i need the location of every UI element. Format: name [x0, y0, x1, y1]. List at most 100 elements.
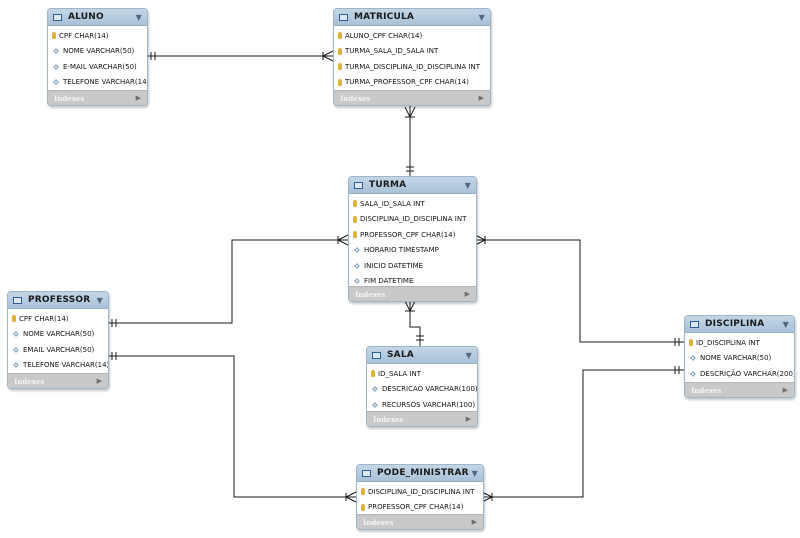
attribute-diamond-icon	[354, 278, 360, 285]
column-row[interactable]: EMAIL VARCHAR(50)	[8, 342, 108, 358]
attribute-diamond-icon	[53, 63, 59, 70]
column-row[interactable]: TURMA_PROFESSOR_CPF CHAR(14)	[334, 75, 490, 91]
column-row[interactable]: NOME VARCHAR(50)	[685, 351, 794, 367]
relationship-sala-turma[interactable]	[404, 300, 424, 346]
primary-key-icon	[338, 47, 342, 55]
column-row[interactable]: ID_DISCIPLINA INT	[685, 335, 794, 351]
indexes-bar[interactable]: Indexes▶	[357, 514, 483, 529]
table-matricula[interactable]: MATRICULA▼ALUNO_CPF CHAR(14)TURMA_SALA_I…	[333, 8, 491, 106]
indexes-label: Indexes	[14, 376, 45, 386]
table-header[interactable]: DISCIPLINA▼	[685, 316, 794, 333]
column-row[interactable]: INICIO DATETIME	[349, 258, 476, 274]
relationship-disciplina-pode-ministrar[interactable]	[481, 366, 684, 503]
column-row[interactable]: E-MAIL VARCHAR(50)	[48, 59, 147, 75]
primary-key-icon	[353, 200, 357, 208]
table-header[interactable]: MATRICULA▼	[334, 9, 490, 26]
expand-indexes-icon[interactable]: ▶	[471, 518, 477, 526]
collapse-arrow-icon[interactable]: ▼	[478, 12, 485, 22]
table-header[interactable]: ALUNO▼	[48, 9, 147, 26]
attribute-diamond-icon	[354, 247, 360, 254]
column-label: FIM DATETIME	[364, 277, 414, 286]
collapse-arrow-icon[interactable]: ▼	[782, 319, 789, 329]
column-label: TURMA_PROFESSOR_CPF CHAR(14)	[345, 78, 469, 87]
indexes-bar[interactable]: Indexes▶	[367, 411, 477, 426]
collapse-arrow-icon[interactable]: ▼	[96, 295, 103, 305]
table-aluno[interactable]: ALUNO▼ CPF CHAR(14)NOME VARCHAR(50) E-MAIL…	[47, 8, 148, 106]
column-row[interactable]: NOME VARCHAR(50)	[8, 327, 108, 343]
table-disciplina[interactable]: DISCIPLINA▼ ID_DISCIPLINA INT NOME VARCHAR…	[684, 315, 795, 398]
attribute-diamond-icon	[690, 355, 696, 362]
column-row[interactable]: TELEFONE VARCHAR(14)	[8, 358, 108, 374]
column-row[interactable]: DESCRIÇÃO VARCHAR(200)	[685, 366, 794, 382]
column-label: DESCRIÇÃO VARCHAR(200)	[700, 369, 795, 378]
column-label: EMAIL VARCHAR(50)	[23, 345, 95, 354]
column-row[interactable]: SALA_ID_SALA INT	[349, 196, 476, 212]
column-row[interactable]: CPF CHAR(14)	[8, 311, 108, 327]
relationship-turma-matricula[interactable]	[404, 106, 416, 176]
expand-indexes-icon[interactable]: ▶	[465, 415, 471, 423]
table-header[interactable]: PROFESSOR ▼	[8, 292, 108, 309]
column-row[interactable]: RECURSOS VARCHAR(100)	[367, 397, 477, 413]
relationship-aluno-matricula[interactable]	[146, 50, 334, 62]
collapse-arrow-icon[interactable]: ▼	[135, 12, 142, 22]
attribute-diamond-icon	[13, 362, 19, 369]
primary-key-icon	[338, 32, 342, 40]
collapse-arrow-icon[interactable]: ▼	[471, 468, 478, 478]
expand-indexes-icon[interactable]: ▶	[478, 94, 484, 102]
primary-key-icon	[338, 63, 342, 71]
relationship-professor-pode-ministrar[interactable]	[107, 352, 357, 503]
column-row[interactable]: ID_SALA INT	[367, 366, 477, 382]
column-row[interactable]: FIM DATETIME	[349, 274, 476, 290]
column-label: SALA_ID_SALA INT	[360, 199, 425, 208]
expand-indexes-icon[interactable]: ▶	[135, 94, 141, 102]
indexes-bar[interactable]: Indexes ▶	[685, 382, 794, 397]
column-row[interactable]: NOME VARCHAR(50)	[48, 44, 147, 60]
expand-indexes-icon[interactable]: ▶	[782, 386, 788, 394]
table-columns: CPF CHAR(14)NOME VARCHAR(50) EMAIL VARCHA…	[8, 309, 108, 373]
column-row[interactable]: TURMA_DISCIPLINA_ID_DISCIPLINA INT	[334, 59, 490, 75]
indexes-bar[interactable]: Indexes ▶	[8, 373, 108, 388]
column-row[interactable]: DESCRICAO VARCHAR(100)	[367, 382, 477, 398]
column-row[interactable]: HORARIO TIMESTAMP	[349, 243, 476, 259]
column-row[interactable]: ALUNO_CPF CHAR(14)	[334, 28, 490, 44]
table-icon	[690, 320, 699, 328]
relationship-disciplina-turma[interactable]	[474, 234, 684, 346]
indexes-bar[interactable]: Indexes▶	[349, 286, 476, 301]
column-row[interactable]: DISCIPLINA_ID_DISCIPLINA INT	[357, 484, 483, 500]
table-header[interactable]: SALA▼	[367, 347, 477, 364]
collapse-arrow-icon[interactable]: ▼	[464, 180, 471, 190]
attribute-diamond-icon	[13, 331, 19, 338]
column-row[interactable]: PROFESSOR_CPF CHAR(14)	[349, 227, 476, 243]
table-pode-ministrar[interactable]: PODE_MINISTRAR▼DISCIPLINA_ID_DISCIPLINA …	[356, 464, 484, 530]
column-row[interactable]: DISCIPLINA_ID_DISCIPLINA INT	[349, 212, 476, 228]
table-professor[interactable]: PROFESSOR ▼ CPF CHAR(14)NOME VARCHAR(50) EM…	[7, 291, 109, 389]
column-label: ID_DISCIPLINA INT	[696, 338, 760, 347]
column-row[interactable]: TELEFONE VARCHAR(14)	[48, 75, 147, 91]
table-name: PROFESSOR	[28, 295, 91, 305]
column-row[interactable]: TURMA_SALA_ID_SALA INT	[334, 44, 490, 60]
attribute-diamond-icon	[13, 346, 19, 353]
column-row[interactable]: PROFESSOR_CPF CHAR(14)	[357, 500, 483, 516]
table-header[interactable]: PODE_MINISTRAR▼	[357, 465, 483, 482]
primary-key-icon	[353, 215, 357, 223]
expand-indexes-icon[interactable]: ▶	[96, 377, 102, 385]
table-icon	[339, 13, 348, 21]
table-columns: CPF CHAR(14)NOME VARCHAR(50) E-MAIL VARCH…	[48, 26, 147, 90]
indexes-bar[interactable]: Indexes▶	[48, 90, 147, 105]
table-header[interactable]: TURMA▼	[349, 177, 476, 194]
table-columns: ALUNO_CPF CHAR(14)TURMA_SALA_ID_SALA INT…	[334, 26, 490, 90]
relationship-professor-turma[interactable]	[107, 234, 349, 327]
attribute-diamond-icon	[53, 79, 59, 86]
primary-key-icon	[52, 32, 56, 40]
table-turma[interactable]: TURMA▼ SALA_ID_SALA INT DISCIPLINA_ID_DISC…	[348, 176, 477, 302]
indexes-bar[interactable]: Indexes▶	[334, 90, 490, 105]
expand-indexes-icon[interactable]: ▶	[464, 290, 470, 298]
column-row[interactable]: CPF CHAR(14)	[48, 28, 147, 44]
indexes-label: Indexes	[691, 385, 722, 395]
collapse-arrow-icon[interactable]: ▼	[465, 350, 472, 360]
column-label: TELEFONE VARCHAR(14)	[63, 78, 148, 87]
column-label: E-MAIL VARCHAR(50)	[63, 62, 137, 71]
